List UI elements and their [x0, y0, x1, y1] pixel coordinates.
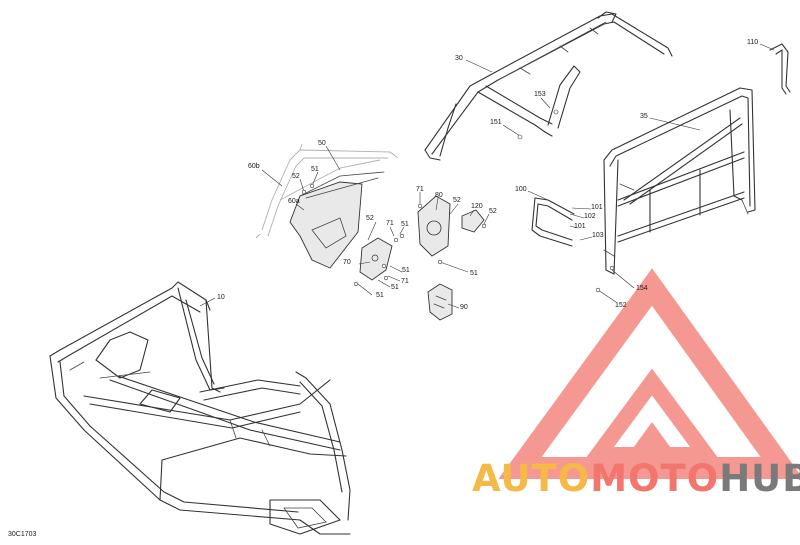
callout-51-b: 51 [401, 221, 409, 228]
watermark-logo [498, 268, 800, 479]
callout-52-a: 52 [292, 173, 300, 180]
callout-110: 110 [747, 39, 759, 46]
callout-101-a: 101 [591, 204, 603, 211]
callout-152: 152 [615, 302, 627, 309]
watermark-auto: AUTO [472, 457, 591, 500]
main-chassis [49, 281, 351, 535]
drawing-code: 30C1703 [8, 531, 37, 538]
callout-80: 80 [435, 192, 443, 199]
callout-101-b: 101 [574, 223, 586, 230]
watermark-hub: HUB [719, 457, 800, 500]
front-cage-ghost [255, 143, 399, 239]
callout-52-b: 52 [453, 197, 461, 204]
callout-30: 30 [455, 55, 463, 62]
callout-35: 35 [640, 113, 648, 120]
callout-51-a: 51 [311, 166, 319, 173]
callout-100: 100 [515, 186, 527, 193]
watermark-text: AUTOMOTOHUB [472, 460, 800, 497]
bracket-120 [461, 209, 485, 233]
callout-70: 70 [343, 259, 351, 266]
callout-10: 10 [217, 294, 225, 301]
side-bar-110 [769, 43, 791, 95]
callout-71-b: 71 [386, 220, 394, 227]
callout-50: 50 [318, 140, 326, 147]
callout-51-f: 51 [470, 270, 478, 277]
callout-120: 120 [471, 203, 483, 210]
callout-102: 102 [584, 213, 596, 220]
leader-lines [199, 43, 775, 309]
bracket-80 [417, 195, 451, 257]
bracket-70 [359, 237, 393, 281]
callout-51-c: 51 [402, 267, 410, 274]
roll-cage-top [424, 11, 673, 161]
callout-60b: 60b [248, 163, 260, 170]
callout-103: 103 [592, 232, 604, 239]
callout-51-d: 51 [391, 284, 399, 291]
callout-90: 90 [460, 304, 468, 311]
mount-90 [427, 283, 453, 321]
callout-154: 154 [636, 285, 648, 292]
callout-71-a: 71 [416, 186, 424, 193]
callout-52-d: 52 [366, 215, 374, 222]
callout-151: 151 [490, 119, 502, 126]
callout-71-c: 71 [401, 278, 409, 285]
fasteners [301, 109, 615, 293]
callout-60a: 60a [288, 198, 300, 205]
callout-51-e: 51 [376, 292, 384, 299]
bar-100 [531, 197, 575, 247]
callout-52-c: 52 [489, 208, 497, 215]
rear-cage [603, 87, 756, 275]
front-plate-50 [289, 171, 385, 269]
callout-153: 153 [534, 91, 546, 98]
watermark-moto: MOTO [590, 457, 720, 500]
